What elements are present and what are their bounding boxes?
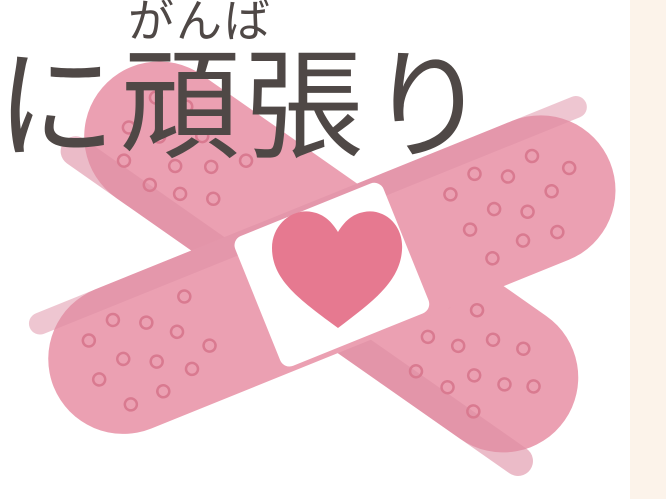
heart-icon [272,211,403,328]
furigana: がんば [128,0,272,48]
side-panel [630,0,666,499]
page-title: に頑張り [0,38,492,177]
heading: がんば に頑張り [0,0,666,170]
